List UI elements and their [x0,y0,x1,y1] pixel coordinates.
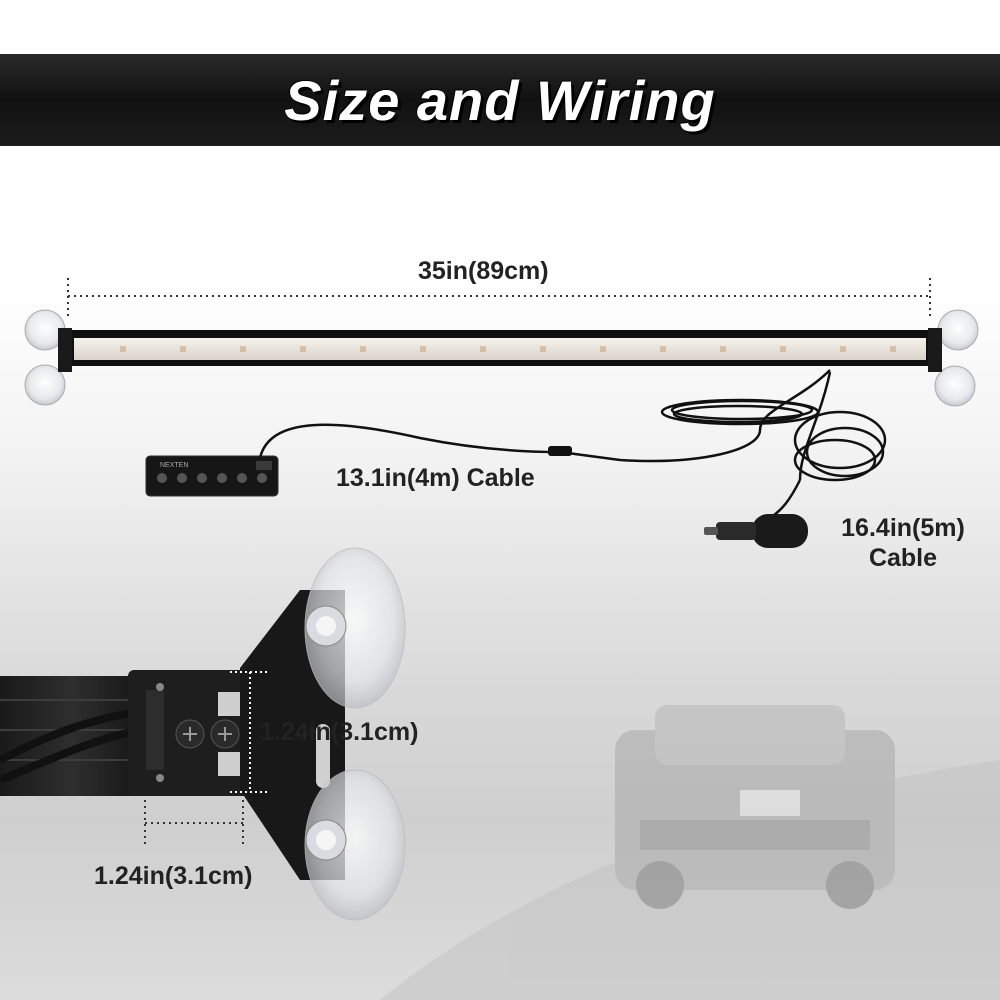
controller-cable [258,369,831,463]
bracket-width-label: 1.24in(3.1cm) [94,862,253,890]
controller-brand: NEXTEN [160,462,188,469]
controller-cable-label: 13.1in(4m) Cable [336,464,535,492]
light-bar [62,330,938,366]
led-dots [120,346,896,352]
bracket-closeup [0,547,406,921]
coiled-cable-2 [769,371,887,520]
power-cable-label-line2: Cable [868,544,938,572]
power-cable-label-line1: 16.4in(5m) [841,514,965,542]
length-dimension-line [67,278,931,318]
length-label: 35in(89cm) [418,257,549,285]
title-banner: Size and Wiring [0,54,1000,146]
banner-title: Size and Wiring [284,68,716,132]
power-plug [704,514,808,548]
coiled-cable-1 [660,398,820,426]
bar-suction-cups [24,309,979,407]
bracket-height-marker [230,671,270,793]
background-road [380,705,1000,1000]
bracket-height-label: 1.24in(3.1cm) [260,718,419,746]
bracket-width-marker [144,800,244,845]
cable-connector [548,446,572,456]
controller-box: NEXTEN [145,455,279,497]
